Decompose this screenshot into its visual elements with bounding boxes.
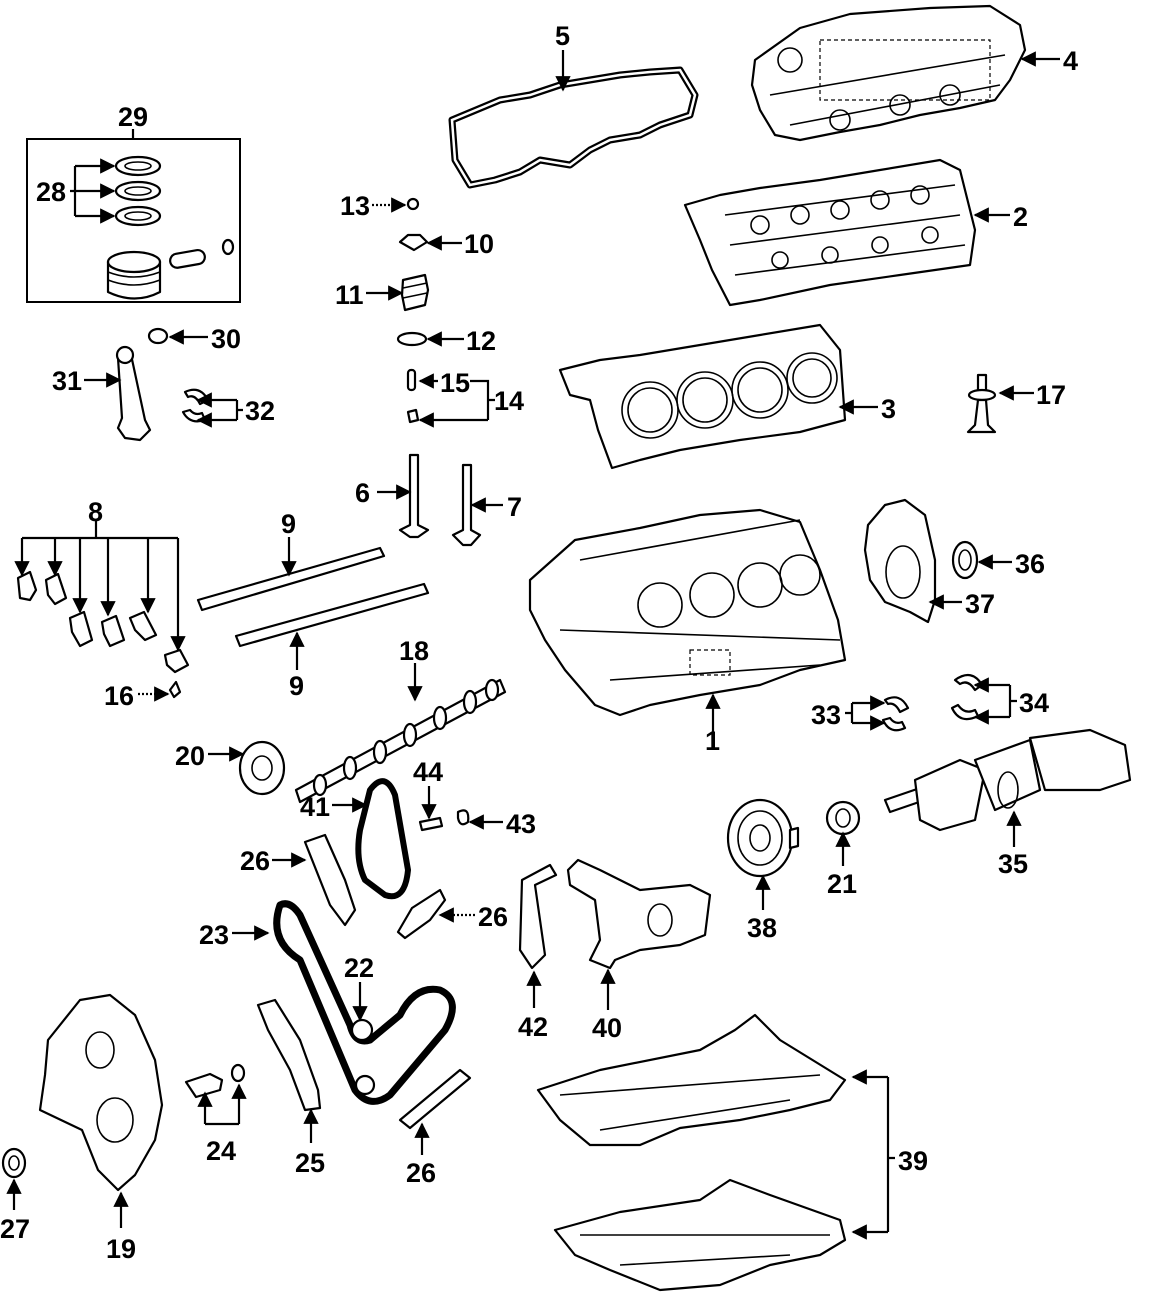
callout-17: 17 [1036, 380, 1066, 410]
valve-seal-part [966, 373, 997, 434]
crank-pulley-part [726, 798, 800, 878]
crank-gear-part [825, 800, 861, 836]
callout-7: 7 [507, 492, 522, 522]
callout-3: 3 [881, 394, 896, 424]
callout-20: 20 [175, 741, 205, 771]
callout-4: 4 [1063, 46, 1078, 76]
callout-16: 16 [104, 681, 134, 711]
callout-39: 39 [898, 1146, 928, 1176]
valve-cover-part [750, 4, 1027, 142]
timing-chain-small-part [355, 778, 470, 900]
callout-14: 14 [494, 386, 524, 416]
callout-35: 35 [998, 849, 1028, 879]
tensioner-part [184, 1063, 246, 1099]
valves-part [398, 453, 482, 547]
callout-44: 44 [413, 757, 443, 787]
callout-9-top: 9 [281, 509, 296, 539]
callout-25: 25 [295, 1148, 325, 1178]
callout-40: 40 [592, 1013, 622, 1043]
callout-22: 22 [344, 953, 374, 983]
callout-29: 29 [118, 102, 148, 132]
callout-labels: 1 2 3 4 5 6 7 8 9 9 10 11 12 13 14 15 16… [0, 21, 1078, 1264]
callout-23: 23 [199, 920, 229, 950]
callout-5: 5 [555, 21, 570, 51]
callout-33: 33 [811, 700, 841, 730]
cam-gear-part [238, 740, 286, 796]
callout-30: 30 [211, 324, 241, 354]
callout-42: 42 [518, 1012, 548, 1042]
connecting-rod-part [115, 327, 210, 442]
callout-34: 34 [1019, 688, 1049, 718]
callout-32: 32 [245, 396, 275, 426]
timing-cover-part [38, 993, 164, 1192]
callout-31: 31 [52, 366, 82, 396]
camshaft-part [294, 678, 507, 804]
engine-block-part [528, 508, 847, 717]
front-seal-part [1, 1147, 27, 1179]
valve-train-small-parts [168, 197, 430, 699]
main-bearings-part [881, 673, 984, 732]
oil-pickup-part [518, 863, 558, 970]
callout-2: 2 [1013, 202, 1028, 232]
callout-12: 12 [466, 326, 496, 356]
piston-ring-kit-part [26, 138, 241, 303]
head-gasket-part [558, 323, 847, 470]
callout-6: 6 [355, 478, 370, 508]
callout-9-bottom: 9 [289, 671, 304, 701]
crankshaft-part [883, 728, 1132, 832]
oil-pan-lower-part [553, 1178, 847, 1292]
rear-seal-part [951, 540, 979, 580]
rocker-shafts-part [196, 546, 430, 648]
oil-pan-upper-part [536, 1013, 847, 1147]
callout-13: 13 [340, 191, 370, 221]
leader-lines [6, 50, 1060, 1240]
callout-38: 38 [747, 913, 777, 943]
callout-28: 28 [36, 177, 66, 207]
rear-cover-part [863, 498, 937, 624]
callout-11: 11 [335, 280, 364, 310]
callout-36: 36 [1015, 549, 1045, 579]
callout-1: 1 [705, 726, 720, 756]
callout-8: 8 [88, 497, 103, 527]
callout-27: 27 [0, 1214, 30, 1244]
cylinder-head-part [683, 158, 977, 307]
callout-26-c: 26 [406, 1158, 436, 1188]
callout-10: 10 [464, 229, 494, 259]
callout-37: 37 [965, 589, 995, 619]
valve-cover-gasket-part [448, 66, 699, 189]
tensioner-rail-part [256, 998, 322, 1112]
rocker-arms-part [16, 570, 190, 674]
oil-pump-part [566, 858, 712, 970]
callout-26-b: 26 [478, 902, 508, 932]
callout-19: 19 [106, 1234, 136, 1264]
callout-43: 43 [506, 809, 536, 839]
callout-15: 15 [440, 368, 470, 398]
timing-chain-part [273, 900, 456, 1105]
callout-26-a: 26 [240, 846, 270, 876]
callout-41: 41 [300, 792, 330, 822]
chain-guides-part [303, 833, 472, 1130]
callout-21: 21 [827, 869, 857, 899]
callout-24: 24 [206, 1136, 236, 1166]
callout-18: 18 [399, 636, 429, 666]
